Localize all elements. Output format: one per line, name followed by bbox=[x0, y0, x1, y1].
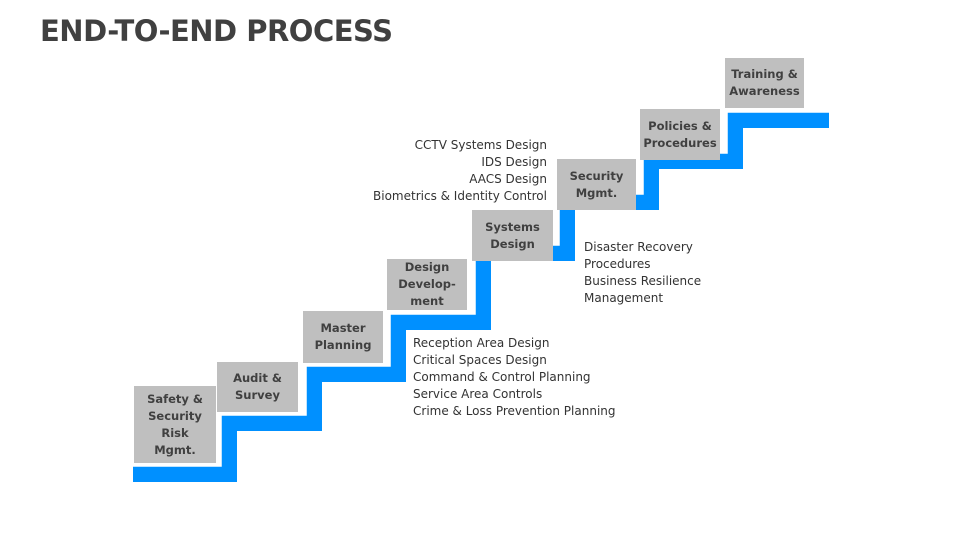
note-item: Management bbox=[584, 291, 664, 305]
step-audit-survey: Audit & Survey bbox=[217, 362, 298, 412]
note-item: Disaster Recovery bbox=[584, 240, 693, 254]
note-item: AACS Design bbox=[469, 172, 547, 186]
note-item: Command & Control Planning bbox=[413, 370, 591, 384]
systems-design-notes: CCTV Systems Design IDS Design AACS Desi… bbox=[373, 137, 547, 205]
design-development-notes: Reception Area Design Critical Spaces De… bbox=[413, 335, 616, 420]
note-item: CCTV Systems Design bbox=[414, 138, 547, 152]
step-policies-procedures: Policies & Procedures bbox=[640, 109, 720, 160]
note-item: Service Area Controls bbox=[413, 387, 543, 401]
staircase-line bbox=[133, 112, 829, 482]
note-item: Business Resilience bbox=[584, 274, 702, 288]
step-security-mgmt: Security Mgmt. bbox=[557, 159, 636, 210]
page-title: END-TO-END PROCESS bbox=[40, 14, 393, 48]
note-item: Reception Area Design bbox=[413, 336, 550, 350]
note-item: IDS Design bbox=[481, 155, 547, 169]
step-design-development: Design Develop- ment bbox=[387, 259, 467, 310]
note-item: Critical Spaces Design bbox=[413, 353, 547, 367]
step-systems-design: Systems Design bbox=[472, 210, 553, 261]
note-item: Crime & Loss Prevention Planning bbox=[413, 404, 616, 418]
step-training-awareness: Training & Awareness bbox=[725, 58, 804, 108]
step-safety-security-risk-mgmt: Safety & Security Risk Mgmt. bbox=[134, 386, 216, 463]
security-mgmt-notes: Disaster Recovery Procedures Business Re… bbox=[584, 239, 701, 307]
note-item: Biometrics & Identity Control bbox=[373, 189, 547, 203]
step-master-planning: Master Planning bbox=[303, 311, 383, 363]
note-item: Procedures bbox=[584, 257, 651, 271]
